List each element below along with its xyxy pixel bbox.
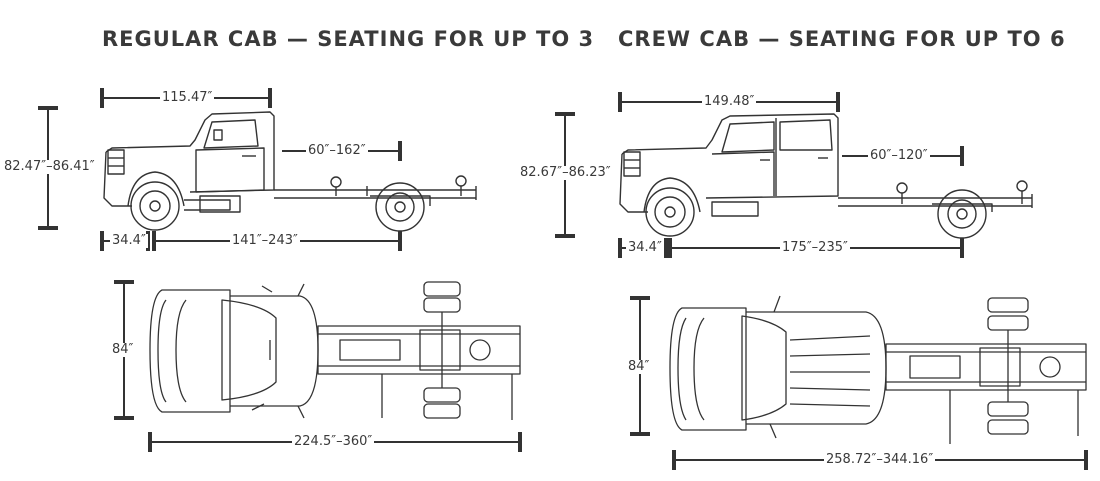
crew-ca-label: 60″–120″: [868, 148, 930, 163]
crew-cab-top-view: [669, 295, 1087, 444]
regular-height-label: 82.47″–86.41″: [2, 159, 97, 174]
regular-width-label: 84″: [110, 342, 136, 357]
regular-overall-length-label: 224.5″–360″: [292, 434, 375, 449]
regular-ca-label: 60″–162″: [306, 143, 368, 158]
crew-width-label: 84″: [626, 359, 652, 374]
regular-cab-length-label: 115.47″: [160, 90, 215, 105]
regular-cab-side-view: [103, 111, 477, 232]
crew-cab-length-label: 149.48″: [702, 94, 757, 109]
crew-cab-title: CREW CAB — SEATING FOR UP TO 6: [618, 27, 1066, 51]
crew-wheelbase-label: 175″–235″: [780, 240, 850, 255]
regular-wheelbase-label: 141″–243″: [230, 233, 300, 248]
crew-cab-dimension-lines: [555, 92, 1088, 470]
regular-cab-top-view: [149, 281, 521, 420]
crew-height-label: 82.67″–86.23″: [518, 165, 613, 180]
regular-cab-title: REGULAR CAB — SEATING FOR UP TO 3: [102, 27, 595, 51]
crew-cab-side-view: [619, 113, 1033, 239]
regular-front-overhang-label: 34.4″: [110, 233, 148, 248]
crew-front-overhang-label: 34.4″: [626, 240, 664, 255]
crew-overall-length-label: 258.72″–344.16″: [824, 452, 936, 467]
